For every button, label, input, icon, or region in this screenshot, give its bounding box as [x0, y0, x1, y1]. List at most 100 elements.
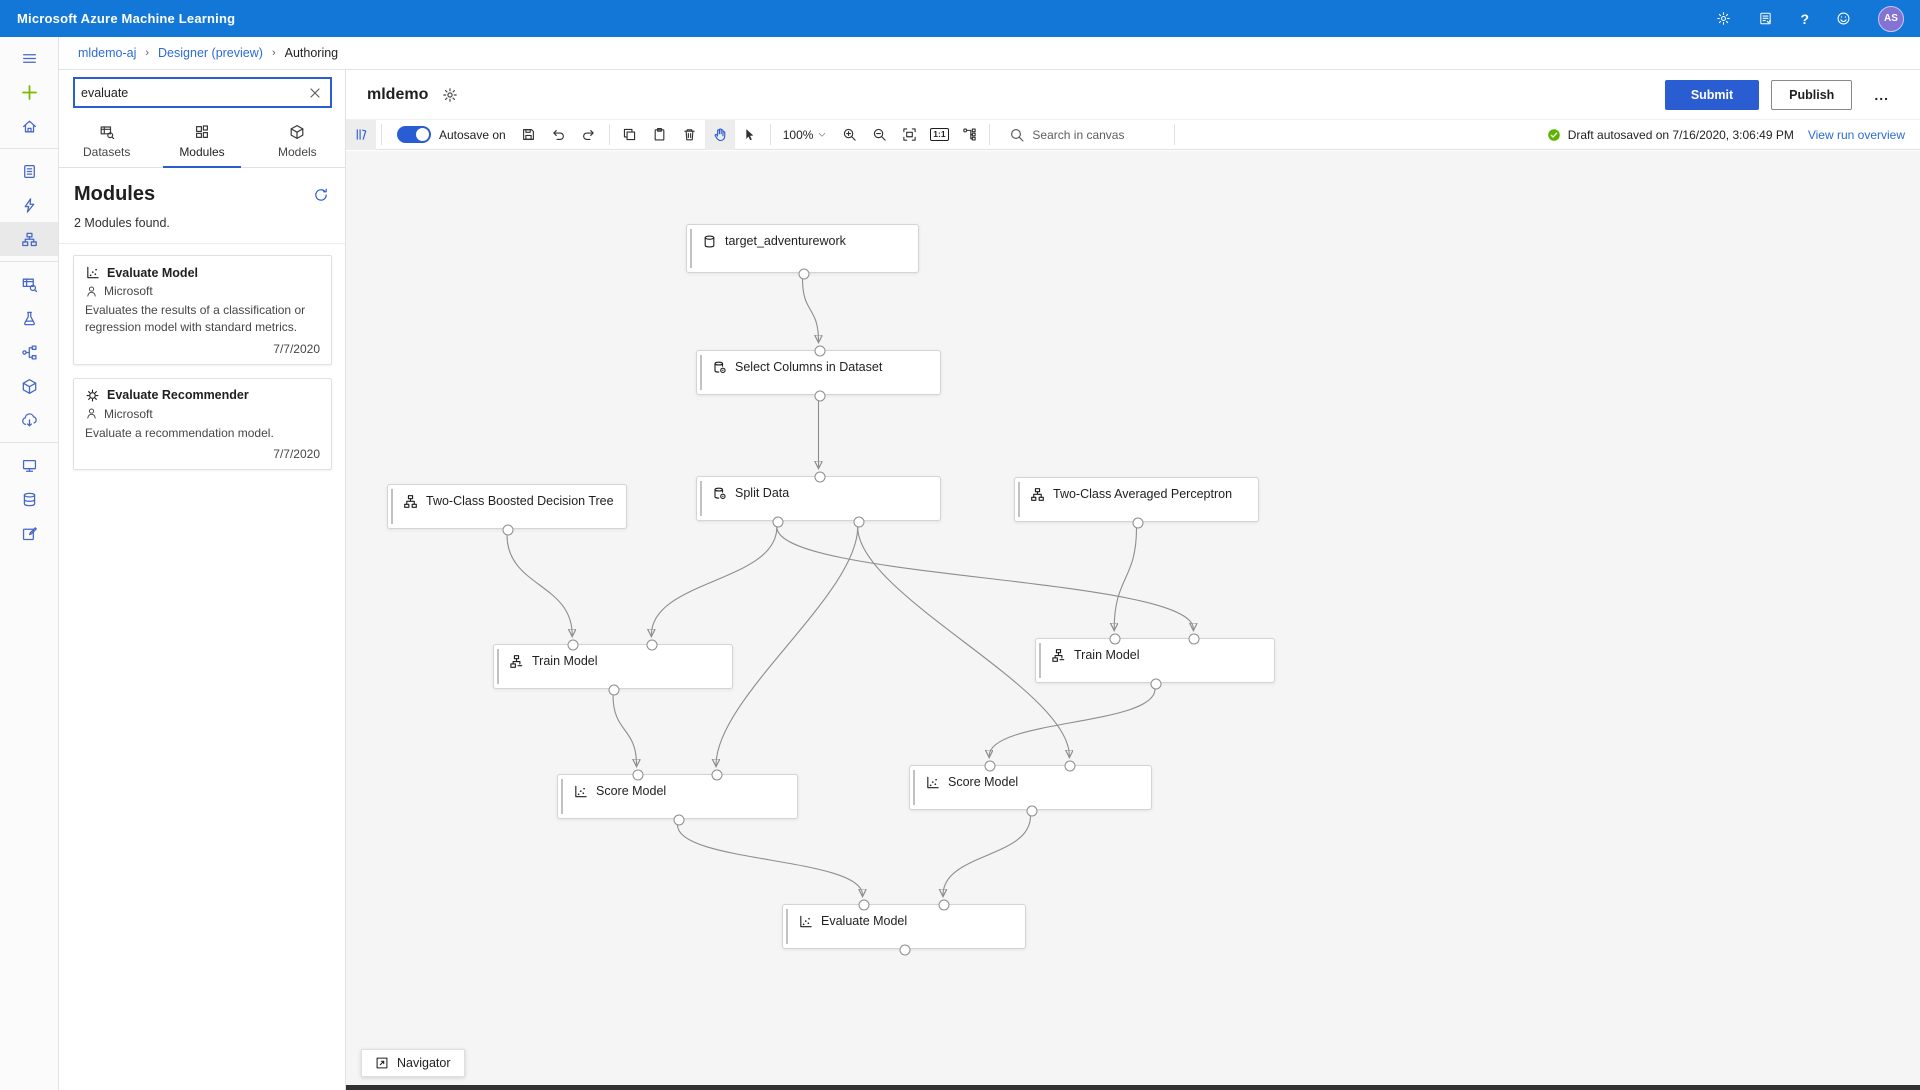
pipeline-node-train-right[interactable]: Train Model — [1035, 633, 1275, 690]
tab-models[interactable]: Models — [250, 116, 345, 167]
pipeline-settings-icon[interactable] — [442, 87, 458, 103]
delete-button[interactable] — [675, 120, 705, 150]
input-port[interactable] — [646, 639, 658, 651]
submit-button[interactable]: Submit — [1664, 79, 1760, 110]
avatar[interactable]: AS — [1878, 5, 1904, 32]
sidebar-item-models[interactable] — [0, 369, 58, 403]
pipeline-node-evaluate-model[interactable]: Evaluate Model — [782, 899, 1026, 956]
output-port[interactable] — [814, 390, 825, 402]
edge-train-left-to-score-left[interactable] — [612, 694, 637, 765]
menu-icon[interactable] — [0, 41, 58, 75]
new-button[interactable] — [0, 75, 58, 109]
breadcrumb-designer[interactable]: Designer (preview) — [158, 46, 263, 60]
redo-button[interactable] — [574, 120, 604, 150]
input-port[interactable] — [858, 899, 870, 911]
input-port[interactable] — [938, 899, 950, 911]
sidebar-item-experiments[interactable] — [0, 301, 58, 335]
undo-button[interactable] — [544, 120, 574, 150]
edge-score-left-to-evaluate-model[interactable] — [676, 824, 863, 895]
input-port[interactable] — [1109, 633, 1121, 645]
pipeline-node-perceptron[interactable]: Two-Class Averaged Perceptron — [1014, 477, 1259, 529]
sidebar-item-datasets[interactable] — [0, 267, 58, 301]
pipeline-node-score-left[interactable]: Score Model — [557, 769, 798, 826]
output-port[interactable] — [798, 268, 809, 280]
actual-size-button[interactable]: 1:1 — [924, 120, 954, 150]
edge-train-right-to-score-right[interactable] — [989, 688, 1156, 756]
output-port[interactable] — [853, 516, 865, 528]
release-notes-icon[interactable] — [1758, 11, 1773, 26]
pipeline-node-target-adventurework[interactable]: target_adventurework — [686, 224, 919, 280]
breadcrumb-workspace[interactable]: mldemo-aj — [78, 46, 137, 60]
output-port[interactable] — [1026, 805, 1037, 817]
pipeline-node-score-right[interactable]: Score Model — [909, 760, 1152, 817]
save-button[interactable] — [514, 120, 544, 150]
copy-button[interactable] — [615, 120, 645, 150]
smiley-feedback-icon[interactable] — [1836, 11, 1851, 26]
more-options-button[interactable]: ... — [1864, 85, 1899, 105]
canvas-search-input[interactable] — [1032, 127, 1153, 142]
sidebar-item-designer[interactable] — [0, 222, 58, 256]
fit-to-screen-button[interactable] — [894, 120, 924, 150]
input-port[interactable] — [814, 345, 825, 357]
input-port[interactable] — [814, 471, 825, 483]
sidebar-item-automated-ml[interactable] — [0, 188, 58, 222]
publish-button[interactable]: Publish — [1771, 79, 1853, 110]
edge-split-data-to-train-left[interactable] — [651, 526, 778, 635]
settings-icon[interactable] — [1716, 11, 1731, 26]
edge-perceptron-to-train-right[interactable] — [1114, 527, 1138, 629]
view-run-overview-link[interactable]: View run overview — [1807, 127, 1905, 142]
input-port[interactable] — [1064, 760, 1076, 772]
navigator-button[interactable]: Navigator — [361, 1049, 465, 1077]
auto-layout-button[interactable] — [954, 120, 984, 150]
output-port[interactable] — [608, 684, 620, 696]
output-port[interactable] — [1132, 517, 1143, 529]
pipeline-node-boosted-tree[interactable]: Two-Class Boosted Decision Tree — [387, 484, 627, 536]
autosave-toggle[interactable]: Autosave on — [397, 126, 506, 143]
canvas-scrollbar[interactable] — [346, 1085, 1920, 1090]
input-port[interactable] — [984, 760, 996, 772]
input-port[interactable] — [1188, 633, 1200, 645]
sidebar-item-datastores[interactable] — [0, 482, 58, 516]
sidebar-item-endpoints[interactable] — [0, 403, 58, 437]
tab-datasets[interactable]: Datasets — [59, 116, 154, 167]
zoom-in-button[interactable] — [834, 120, 864, 150]
select-tool-button[interactable] — [735, 120, 765, 150]
edge-score-right-to-evaluate-model[interactable] — [943, 815, 1032, 895]
scatter-icon — [798, 914, 813, 929]
sidebar-item-notebooks[interactable] — [0, 154, 58, 188]
output-port[interactable] — [502, 524, 514, 536]
output-port[interactable] — [772, 516, 784, 528]
pipeline-node-select-columns[interactable]: Select Columns in Dataset — [696, 345, 941, 402]
input-port[interactable] — [632, 769, 644, 781]
toggle-palette-button[interactable] — [346, 119, 376, 150]
search-input[interactable] — [75, 85, 307, 100]
edge-boosted-tree-to-train-left[interactable] — [506, 534, 572, 635]
zoom-level-dropdown[interactable]: 100% — [783, 128, 828, 142]
module-card-evaluate-model[interactable]: Evaluate Model Microsoft Evaluates the r… — [73, 255, 332, 365]
pipeline-node-split-data[interactable]: Split Data — [696, 471, 941, 528]
top-app-bar: Microsoft Azure Machine Learning ? AS — [0, 0, 1920, 37]
paste-button[interactable] — [645, 120, 675, 150]
input-port[interactable] — [567, 639, 579, 651]
sidebar-item-compute[interactable] — [0, 448, 58, 482]
sidebar-item-home[interactable] — [0, 109, 58, 143]
sidebar-item-data-labeling[interactable] — [0, 516, 58, 550]
edge-split-data-to-score-right[interactable] — [857, 526, 1070, 756]
output-port[interactable] — [673, 814, 684, 826]
edge-split-data-to-score-left[interactable] — [716, 526, 859, 765]
input-port[interactable] — [711, 769, 723, 781]
output-port[interactable] — [899, 944, 911, 956]
help-icon[interactable]: ? — [1800, 10, 1809, 27]
pipeline-node-train-left[interactable]: Train Model — [493, 639, 733, 696]
sidebar-item-pipelines[interactable] — [0, 335, 58, 369]
output-port[interactable] — [1150, 678, 1162, 690]
clear-search-icon[interactable] — [307, 85, 323, 101]
edge-split-data-to-train-right[interactable] — [776, 526, 1194, 629]
edge-target-adventurework-to-select-columns[interactable] — [801, 278, 819, 341]
tab-modules[interactable]: Modules — [154, 116, 249, 168]
module-card-evaluate-recommender[interactable]: Evaluate Recommender Microsoft Evaluate … — [73, 377, 332, 471]
refresh-icon[interactable] — [313, 187, 329, 203]
pan-tool-button[interactable] — [704, 119, 735, 150]
zoom-out-button[interactable] — [864, 120, 894, 150]
